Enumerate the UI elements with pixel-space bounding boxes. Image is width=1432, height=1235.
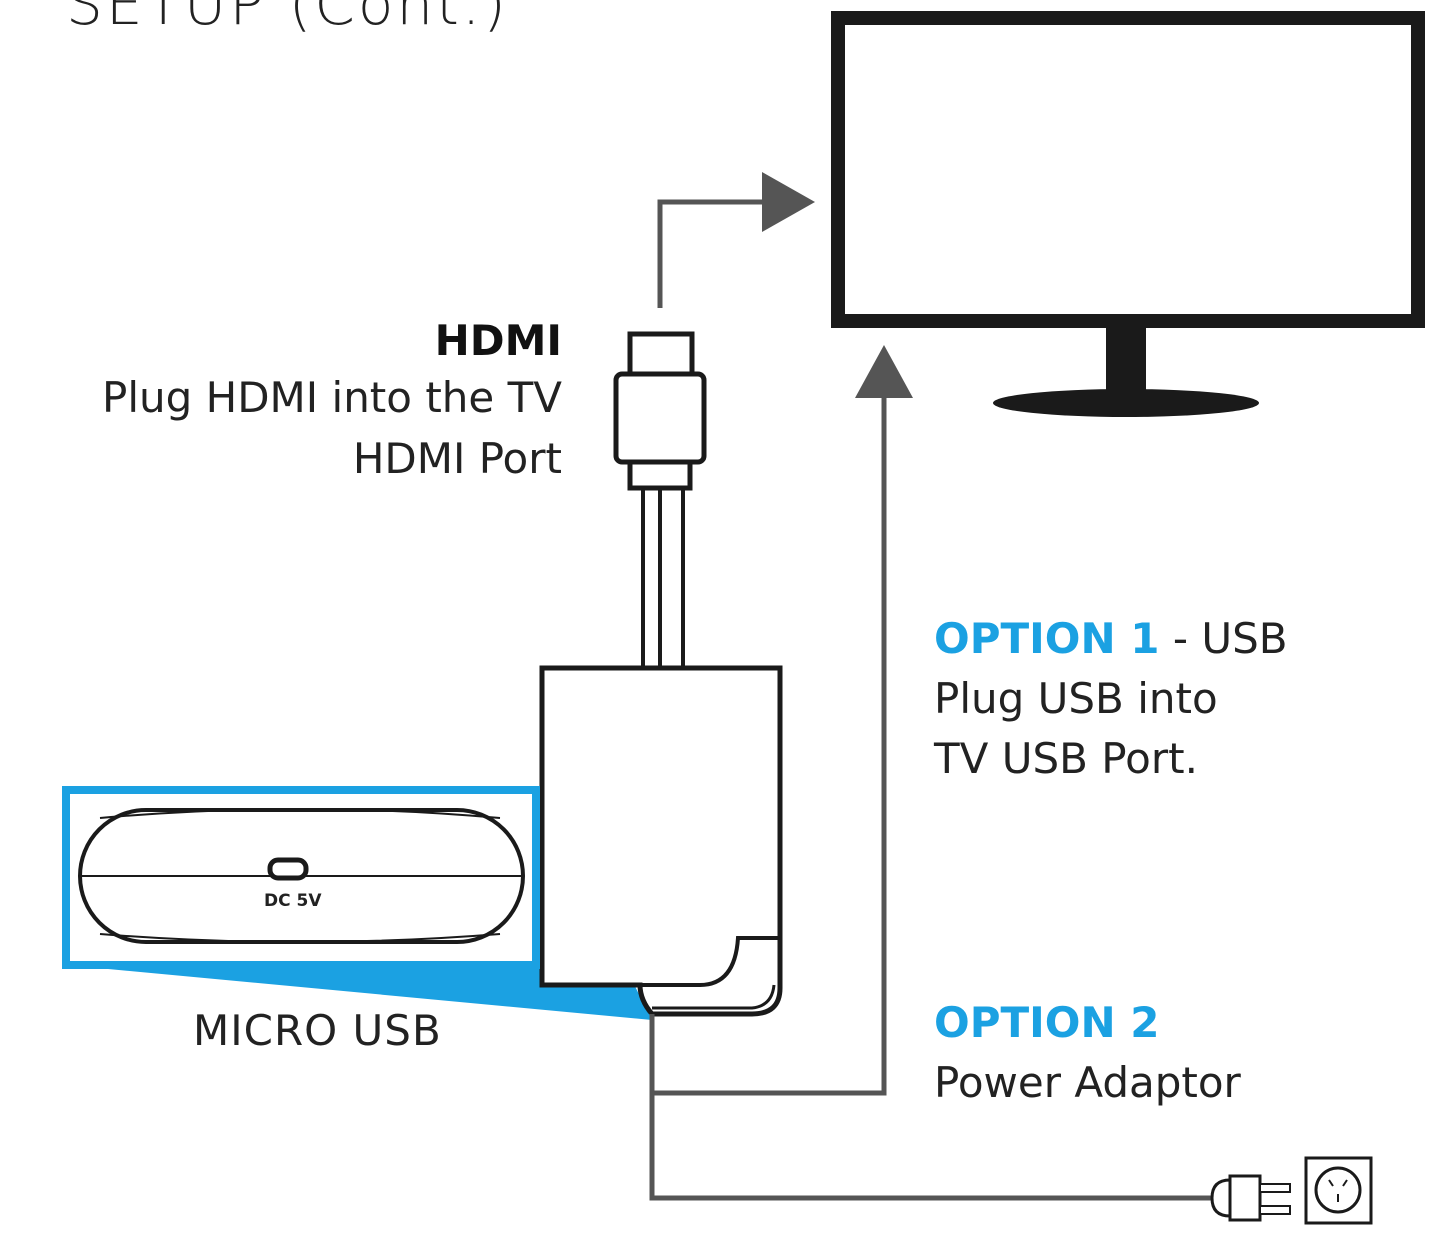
tv-screen xyxy=(831,11,1425,328)
hdmi-connector xyxy=(613,331,707,668)
power-plug-icon xyxy=(1210,1174,1291,1222)
page-title: SETUP (Cont.) xyxy=(66,0,509,38)
option1-instruction-line2: TV USB Port. xyxy=(934,734,1198,783)
micro-usb-label: MICRO USB xyxy=(193,1006,442,1055)
tv-monitor xyxy=(831,11,1425,417)
hdmi-instruction-line1: Plug HDMI into the TV xyxy=(102,373,562,422)
option1-instruction-line1: Plug USB into xyxy=(934,674,1218,723)
hdmi-heading: HDMI xyxy=(434,316,562,365)
hdmi-to-tv-arrow xyxy=(657,172,815,308)
hdmi-instruction-line2: HDMI Port xyxy=(352,434,562,483)
power-cable xyxy=(649,1093,1212,1201)
tv-stand-base xyxy=(993,389,1259,417)
option1-label: OPTION 1 xyxy=(934,614,1160,663)
tv-stand-neck xyxy=(1106,326,1146,394)
streaming-device xyxy=(539,665,783,1017)
callout-pointer xyxy=(66,790,652,1020)
usb-cable-arrow xyxy=(649,345,913,1096)
option1-type: - USB xyxy=(1159,614,1288,663)
micro-usb-port xyxy=(267,857,309,881)
micro-usb-callout-box xyxy=(62,786,540,969)
port-label: DC 5V xyxy=(264,891,322,911)
option2-label: OPTION 2 xyxy=(934,998,1160,1047)
option1-heading-row: OPTION 1 - USB xyxy=(934,614,1288,663)
option2-instruction: Power Adaptor xyxy=(934,1058,1241,1107)
wall-socket-icon xyxy=(1304,1156,1373,1225)
